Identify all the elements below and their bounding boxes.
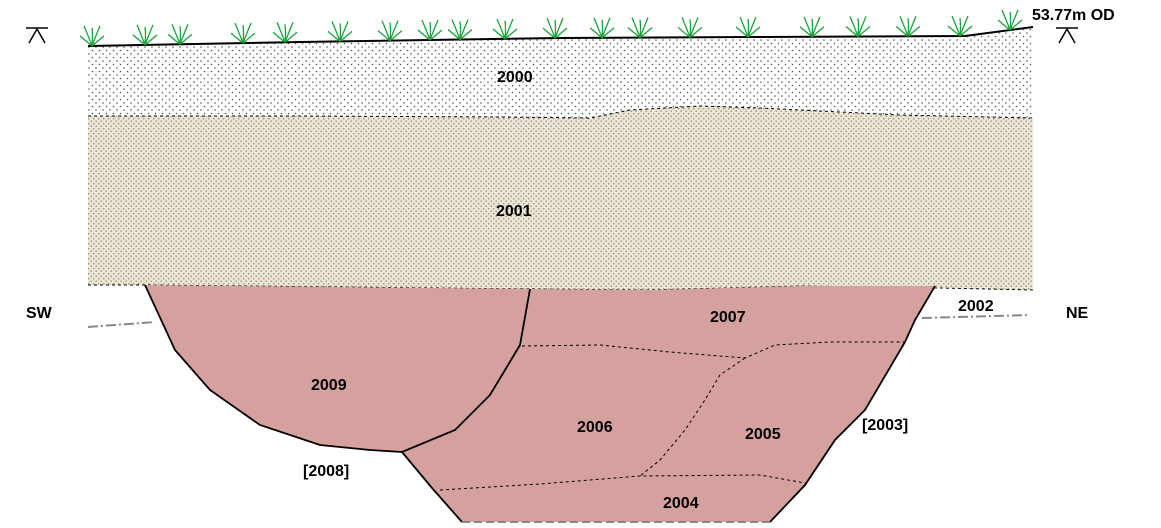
grass-tuft-icon — [542, 17, 568, 39]
horizon-line-ne — [921, 314, 1031, 319]
grass-tuft-icon — [947, 15, 973, 37]
grass-tuft-icon — [417, 19, 443, 41]
grass-tuft-icon — [799, 16, 825, 38]
grass-tuft-icon — [272, 22, 298, 43]
grass-tuft-icon — [327, 21, 353, 42]
grass-tuft-icon — [492, 18, 518, 40]
context-2004-label: 2004 — [663, 495, 699, 512]
cut-2003-fill — [402, 286, 935, 522]
grass-tuft-icon — [735, 16, 761, 38]
grass-tuft-icon — [845, 16, 871, 38]
orientation-ne-label: NE — [1066, 305, 1089, 322]
cut-2003-label: [2003] — [862, 417, 908, 434]
datum-triangle-icon — [1056, 27, 1078, 44]
layer-2001 — [88, 106, 1033, 290]
grass-tuft-icon — [589, 17, 615, 39]
grass-tuft-icon — [447, 19, 473, 41]
ground-surface — [87, 26, 1034, 47]
context-2000-label: 2000 — [497, 69, 533, 86]
grass-tuft-icon — [79, 25, 105, 47]
cut-2003-outline — [401, 285, 936, 523]
context-2006-label: 2006 — [577, 419, 613, 436]
grass-tuft-icon — [167, 24, 193, 45]
grass-tuft-icon — [895, 16, 921, 37]
layer-2000 — [88, 27, 1033, 118]
grass-tuft-icon — [377, 20, 403, 42]
context-2005-label: 2005 — [745, 426, 781, 443]
grass-tuft-icon — [677, 17, 703, 38]
datum-level-label: 53.77m OD — [1032, 7, 1115, 24]
horizon-line-sw — [87, 321, 156, 328]
context-2002-label: 2002 — [958, 298, 994, 315]
grass-tuft-icon — [627, 17, 653, 39]
context-2001-label: 2001 — [496, 203, 532, 220]
boundary-2004-top — [439, 474, 806, 491]
grass-tuft-icon — [997, 9, 1023, 31]
cut-2008-fill — [145, 285, 530, 452]
datum-triangle-icon — [26, 27, 48, 44]
orientation-sw-label: SW — [26, 305, 53, 322]
grass-row — [79, 9, 1023, 47]
boundary-2006-2005 — [639, 357, 746, 477]
cut-2008-outline — [144, 284, 531, 453]
context-2009-label: 2009 — [311, 377, 347, 394]
boundary-2000-2001 — [88, 105, 1034, 119]
grass-tuft-icon — [230, 22, 256, 44]
cut-2008-label: [2008] — [303, 463, 349, 480]
context-2007-label: 2007 — [710, 309, 746, 326]
grass-tuft-icon — [132, 24, 158, 46]
